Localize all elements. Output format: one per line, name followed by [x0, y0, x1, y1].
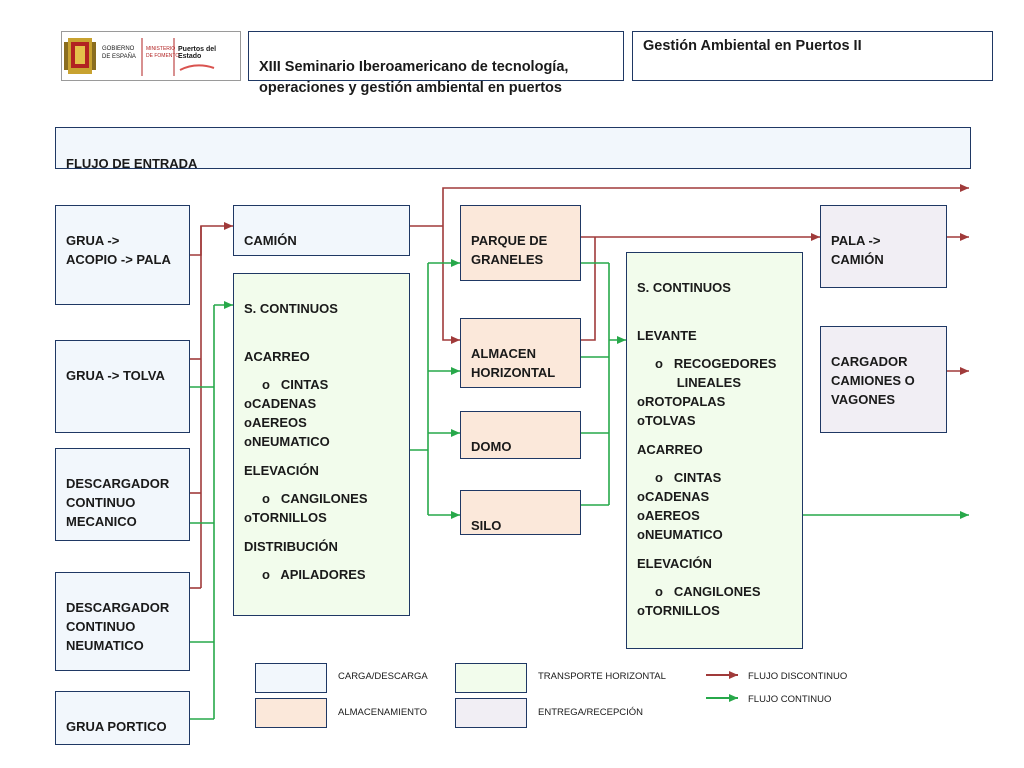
delivery-cargador-camiones: CARGADOR CAMIONES O VAGONES: [820, 326, 947, 433]
list-item: ACARREO: [637, 441, 703, 457]
storage-parque-graneles: PARQUE DE GRANELES: [460, 205, 581, 281]
seminar-title-text: XIII Seminario Iberoamericano de tecnolo…: [259, 59, 569, 96]
sistemas-continuos-entrega: S. CONTINUOS LEVANTE o RECOGEDORES LINEA…: [626, 252, 803, 649]
list-item: DISTRIBUCIÓN: [244, 538, 338, 554]
list-item: [244, 556, 399, 566]
source-grua-tolva-label: GRUA -> TOLVA: [66, 368, 165, 383]
legend-continuo-label: FLUJO CONTINUO: [748, 694, 832, 705]
list-item: [637, 430, 792, 440]
list-item: [244, 337, 399, 347]
list-item: oAEREOS: [637, 508, 700, 523]
list-item: [244, 451, 399, 461]
flow-grua-acopio-to-camion: [190, 222, 233, 256]
logo-gov-line2: DE ESPAÑA: [102, 54, 136, 60]
list-item: oROTOPALAS: [637, 394, 726, 409]
list-item: oTOLVAS: [637, 413, 696, 428]
list-item: [637, 316, 792, 326]
list-item: [244, 527, 399, 537]
source-descargador-neumatico: DESCARGADOR CONTINUO NEUMATICO: [55, 572, 190, 671]
storage-domo: DOMO: [460, 411, 581, 459]
flow-camion-to-almacen: [442, 226, 460, 344]
list-item: oTORNILLOS: [637, 603, 720, 618]
coat-of-arms-icon: [64, 38, 215, 76]
list-item: o CINTAS: [637, 470, 722, 485]
sistemas-continuos-carga-list: ACARREO o CINTAS oCADENAS oAEREOS oNEUMATIC…: [244, 337, 399, 584]
list-item: o CANGILONES: [244, 491, 368, 506]
legend-entrega-label: ENTREGA/RECEPCIÓN: [538, 707, 644, 718]
source-grua-portico-label: GRUA PORTICO: [66, 719, 167, 734]
source-descargador-mecanico-label: DESCARGADOR CONTINUO MECANICO: [66, 476, 170, 529]
delivery-pala-camion: PALA -> CAMIÓN: [820, 205, 947, 288]
flow-almacen-to-parque: [581, 237, 596, 341]
list-item: oCADENAS: [637, 489, 710, 504]
flujo-entrada-title: FLUJO DE ENTRADA: [66, 156, 198, 171]
legend-carga-swatch: [255, 663, 327, 693]
sistemas-continuos-carga-title: S. CONTINUOS: [244, 301, 338, 316]
document-subtitle: Gestión Ambiental en Puertos II: [632, 31, 993, 81]
source-descargador-neumatico-label: DESCARGADOR CONTINUO NEUMATICO: [66, 600, 170, 653]
storage-parque-graneles-label: PARQUE DE GRANELES: [471, 233, 548, 267]
delivery-pala-camion-label: PALA -> CAMIÓN: [831, 233, 884, 267]
list-item: ACARREO: [244, 348, 310, 364]
sistemas-continuos-carga: S. CONTINUOS ACARREO o CINTAS oCADENAS oAE…: [233, 273, 410, 616]
source-descargador-mecanico: DESCARGADOR CONTINUO MECANICO: [55, 448, 190, 541]
seminar-title: XIII Seminario Iberoamericano de tecnolo…: [248, 31, 624, 96]
list-item: oTORNILLOS: [244, 510, 327, 525]
logo-brand: Puertos del Estado: [178, 46, 217, 60]
list-item: o CINTAS: [244, 377, 329, 392]
flujo-entrada-bar: FLUJO DE ENTRADA: [55, 127, 971, 171]
source-grua-acopio-pala-label: GRUA -> ACOPIO -> PALA: [66, 233, 171, 267]
storage-almacen-horizontal: ALMACEN HORIZONTAL: [460, 318, 581, 388]
storage-almacen-horizontal-label: ALMACEN HORIZONTAL: [471, 346, 556, 380]
storage-domo-label: DOMO: [471, 439, 512, 454]
flow-camion-to-top-exit: [442, 184, 969, 226]
puertos-del-estado-logo: GOBIERNO DE ESPAÑA MINISTERIO DE FOMENTO…: [61, 31, 241, 81]
list-item: [637, 573, 792, 583]
camion-box: CAMIÓN: [233, 205, 410, 256]
logo-min-line2: DE FOMENTO: [146, 53, 180, 59]
list-item: LINEALES: [637, 375, 742, 390]
list-item: oCADENAS: [244, 396, 317, 411]
legend-discontinuo-label: FLUJO DISCONTINUO: [748, 671, 848, 682]
logo-gov-line1: GOBIERNO: [102, 46, 135, 52]
list-item: oNEUMATICO: [244, 434, 330, 449]
list-item: ELEVACIÓN: [244, 462, 319, 478]
list-item: [637, 459, 792, 469]
camion-label: CAMIÓN: [244, 233, 297, 248]
source-grua-portico: GRUA PORTICO: [55, 691, 190, 745]
storage-silo: SILO: [460, 490, 581, 535]
list-item: ELEVACIÓN: [637, 555, 712, 571]
list-item: o APILADORES: [244, 567, 366, 582]
list-item: [244, 366, 399, 376]
list-item: o RECOGEDORES: [637, 356, 777, 371]
list-item: LEVANTE: [637, 327, 697, 343]
legend-entrega-swatch: [455, 698, 527, 728]
list-item: [637, 345, 792, 355]
sistemas-continuos-entrega-list: LEVANTE o RECOGEDORES LINEALES oROTOPALAS…: [637, 316, 792, 620]
list-item: oNEUMATICO: [637, 527, 723, 542]
logo-min-line1: MINISTERIO: [146, 46, 176, 52]
list-item: oAEREOS: [244, 415, 307, 430]
list-item: [244, 480, 399, 490]
legend-almacenamiento-label: ALMACENAMIENTO: [338, 707, 428, 718]
delivery-cargador-camiones-label: CARGADOR CAMIONES O VAGONES: [831, 354, 915, 407]
legend-almacenamiento-swatch: [255, 698, 327, 728]
storage-silo-label: SILO: [471, 518, 502, 533]
legend-transporte-label: TRANSPORTE HORIZONTAL: [538, 671, 666, 682]
list-item: [637, 544, 792, 554]
legend-arrow-icons: [706, 671, 738, 702]
document-subtitle-text: Gestión Ambiental en Puertos II: [643, 38, 862, 54]
source-grua-tolva: GRUA -> TOLVA: [55, 340, 190, 433]
source-grua-acopio-pala: GRUA -> ACOPIO -> PALA: [55, 205, 190, 305]
sistemas-continuos-entrega-title: S. CONTINUOS: [637, 280, 731, 295]
legend-carga-label: CARGA/DESCARGA: [338, 671, 428, 682]
legend-transporte-swatch: [455, 663, 527, 693]
list-item: o CANGILONES: [637, 584, 761, 599]
